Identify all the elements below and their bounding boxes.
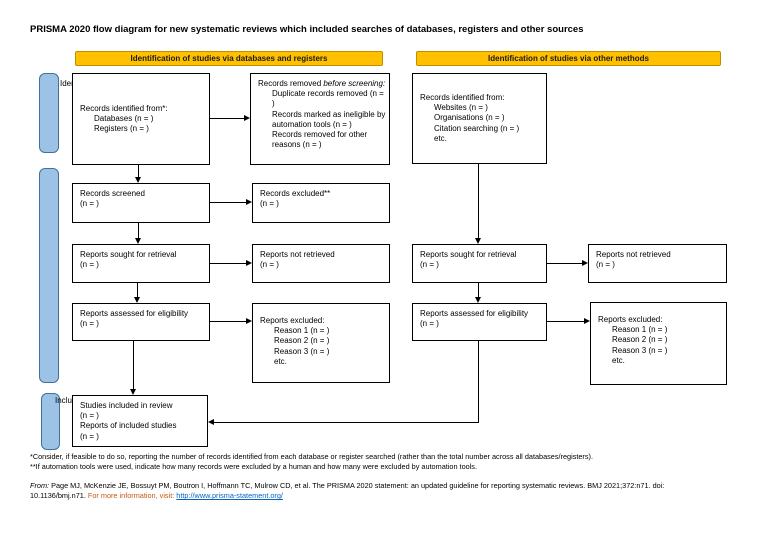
box-item: Records removed for other reasons (n = ) [272, 130, 368, 150]
box-line: Reports not retrieved [596, 250, 671, 259]
box-item: Websites (n = ) [434, 103, 488, 113]
box-reports-excluded-other: Reports excluded: Reason 1 (n = ) Reason… [590, 302, 727, 385]
box-item: etc. [612, 355, 625, 365]
box-item: Organisations (n = ) [434, 113, 505, 123]
arrow-assessed-to-excluded-db-line [210, 321, 246, 322]
arrow-assessed-to-excluded-other-head [584, 317, 590, 324]
arrow-assessed-to-excluded-db-head [246, 317, 252, 324]
box-reports-assessed-other: Reports assessed for eligibility (n = ) [412, 303, 547, 341]
box-line: Records excluded** [260, 189, 331, 198]
box-reports-sought-other: Reports sought for retrieval (n = ) [412, 244, 547, 283]
arrow-identified-to-removed-head [244, 114, 250, 121]
box-title-italic: before screening: [323, 79, 386, 88]
arrow-sought-to-assessed-other-line [478, 283, 479, 297]
box-line: Reports assessed for eligibility [420, 309, 529, 318]
arrow-identified-to-screened-head [134, 177, 141, 183]
box-line: Records screened [80, 189, 145, 198]
box-item: Citation searching (n = ) [434, 123, 520, 133]
box-item: Reason 2 (n = ) [274, 336, 330, 346]
arrow-otheridentified-to-sought-head [474, 238, 481, 244]
stage-bar-identification [39, 73, 59, 153]
arrow-otherassessed-to-included-vline [478, 341, 479, 422]
box-item: Databases (n = ) [94, 113, 154, 123]
box-item: Duplicate records removed (n = ) [272, 89, 384, 109]
stage-label-included: Included [55, 396, 86, 405]
box-item: Records marked as ineligible by automati… [272, 109, 386, 129]
box-records-excluded: Records excluded** (n = ) [252, 183, 390, 223]
box-line: Reports sought for retrieval [80, 250, 177, 259]
box-line: Reports of included studies [80, 421, 177, 431]
citation-from-label: From: [30, 481, 50, 490]
box-line: Reports not retrieved [260, 250, 335, 259]
box-line: Reports assessed for eligibility [80, 309, 189, 318]
citation-more-info: For more information, visit: [87, 491, 177, 501]
box-line: (n = ) [420, 260, 439, 270]
box-reports-assessed-databases: Reports assessed for eligibility (n = ) [72, 303, 210, 341]
prisma-statement-link[interactable]: http://www.prisma-statement.org/ [176, 491, 283, 501]
box-studies-included: Studies included in review (n = ) Report… [72, 395, 208, 447]
arrow-otherassessed-to-included-hline [214, 422, 479, 423]
arrow-otherassessed-to-included-head [208, 418, 214, 425]
box-records-removed: Records removed before screening: Duplic… [250, 73, 390, 165]
box-line: (n = ) [80, 199, 99, 209]
box-item: Reason 1 (n = ) [274, 326, 330, 336]
arrow-identified-to-screened-line [138, 165, 139, 177]
stage-bar-included [41, 393, 60, 450]
box-reports-not-retrieved-databases: Reports not retrieved (n = ) [252, 244, 390, 283]
box-title-normal: Records removed [258, 79, 324, 88]
box-title: Reports excluded: [598, 315, 663, 324]
box-records-identified-other: Records identified from: Websites (n = )… [412, 73, 547, 164]
box-reports-excluded-databases: Reports excluded: Reason 1 (n = ) Reason… [252, 303, 390, 383]
header-other-methods: Identification of studies via other meth… [416, 51, 721, 66]
page-title: PRISMA 2020 flow diagram for new systema… [30, 24, 584, 35]
box-line: Reports sought for retrieval [420, 250, 517, 259]
arrow-assessed-to-excluded-other-line [547, 321, 584, 322]
footnote-asterisk: *Consider, if feasible to do so, reporti… [30, 452, 593, 461]
box-line: (n = ) [260, 199, 279, 209]
box-line: (n = ) [260, 260, 279, 270]
header-databases-registers: Identification of studies via databases … [75, 51, 383, 66]
box-records-identified-databases: Records identified from*: Databases (n =… [72, 73, 210, 165]
box-item: Reason 2 (n = ) [612, 335, 668, 345]
arrow-screened-to-sought-head [134, 238, 141, 244]
arrow-sought-to-notretrieved-other-head [582, 259, 588, 266]
box-reports-not-retrieved-other: Reports not retrieved (n = ) [588, 244, 727, 283]
box-line: (n = ) [596, 260, 615, 270]
footnote-double-asterisk: **If automation tools were used, indicat… [30, 462, 477, 471]
box-line: (n = ) [80, 411, 99, 421]
box-line: (n = ) [80, 260, 99, 270]
arrow-assessed-to-included-line [133, 341, 134, 389]
arrow-screened-to-excluded-line [210, 202, 246, 203]
box-line: (n = ) [80, 431, 99, 441]
box-reports-sought-databases: Reports sought for retrieval (n = ) [72, 244, 210, 283]
box-item: Reason 3 (n = ) [612, 345, 668, 355]
box-item: Registers (n = ) [94, 124, 149, 134]
box-records-screened: Records screened (n = ) [72, 183, 210, 223]
box-item: Reason 3 (n = ) [274, 346, 330, 356]
arrow-sought-to-notretrieved-other-line [547, 263, 582, 264]
arrow-sought-to-assessed-db-line [137, 283, 138, 297]
box-title: Records removed before screening: [258, 79, 387, 89]
arrow-sought-to-assessed-db-head [133, 297, 140, 303]
arrow-sought-to-notretrieved-db-head [246, 259, 252, 266]
box-line: Studies included in review [80, 401, 173, 410]
box-item: Reason 1 (n = ) [612, 325, 668, 335]
box-line: (n = ) [80, 319, 99, 329]
citation-body: Page MJ, McKenzie JE, Bossuyt PM, Boutro… [30, 481, 665, 501]
box-line: (n = ) [420, 319, 439, 329]
box-title: Reports excluded: [260, 316, 325, 325]
arrow-sought-to-assessed-other-head [474, 297, 481, 303]
box-item: etc. [434, 133, 447, 143]
citation: From: Page MJ, McKenzie JE, Bossuyt PM, … [30, 481, 675, 501]
arrow-assessed-to-included-head [129, 389, 136, 395]
box-title: Records identified from: [420, 92, 505, 102]
arrow-identified-to-removed-line [210, 118, 244, 119]
arrow-screened-to-excluded-head [246, 198, 252, 205]
box-title: Records identified from*: [80, 103, 168, 113]
arrow-sought-to-notretrieved-db-line [210, 263, 246, 264]
arrow-otheridentified-to-sought-line [478, 164, 479, 238]
box-item: etc. [274, 356, 287, 366]
stage-bar-screening [39, 168, 59, 383]
arrow-screened-to-sought-line [138, 223, 139, 238]
